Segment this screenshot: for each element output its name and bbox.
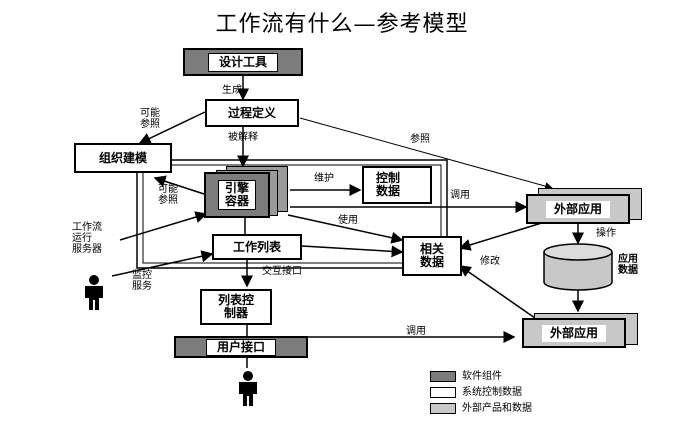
arrow-workflow-server bbox=[119, 211, 208, 241]
label-reference: 参照 bbox=[410, 134, 430, 145]
arrow-worklist-related bbox=[301, 245, 404, 258]
person-icon-monitor bbox=[85, 275, 103, 310]
legend-swatch-external bbox=[430, 403, 456, 414]
arrow-may-reference bbox=[138, 111, 206, 144]
legend-external: 外部产品和数据 bbox=[462, 403, 532, 414]
node-user-interface-label: 用户接口 bbox=[205, 338, 276, 356]
node-related-data-label: 相关 数据 bbox=[419, 242, 444, 269]
node-process-definition-label: 过程定义 bbox=[227, 105, 276, 120]
node-work-list-label: 工作列表 bbox=[232, 239, 281, 254]
label-generate: 生成 bbox=[222, 85, 242, 96]
arrow-modify bbox=[458, 221, 546, 251]
node-organization-model-label: 组织建模 bbox=[98, 150, 147, 165]
arrow-app-related bbox=[458, 265, 536, 319]
node-related-data: 相关 数据 bbox=[402, 236, 462, 276]
label-invoke-2: 调用 bbox=[406, 326, 426, 337]
diagram-title: 工作流有什么—参考模型 bbox=[215, 12, 469, 37]
node-control-data-label: 控制 数据 bbox=[376, 171, 401, 198]
node-control-data: 控制 数据 bbox=[362, 166, 432, 204]
person-icon-user bbox=[239, 371, 257, 406]
legend-swatch-system-control bbox=[430, 387, 456, 398]
node-list-controller-label: 列表控 制器 bbox=[217, 293, 254, 320]
label-invoke-1: 调用 bbox=[450, 190, 470, 201]
legend-system-control: 系统控制数据 bbox=[462, 387, 522, 398]
arrow-may-reference-2 bbox=[153, 175, 205, 195]
label-modify: 修改 bbox=[480, 256, 500, 267]
arrow-reference bbox=[299, 117, 553, 190]
label-operate: 操作 bbox=[596, 228, 616, 239]
label-app-data: 应用 数据 bbox=[618, 254, 638, 276]
arrow-use bbox=[287, 214, 404, 244]
node-list-controller: 列表控 制器 bbox=[200, 289, 272, 325]
label-may-reference-2: 可能 参照 bbox=[158, 184, 178, 206]
arrow-monitor bbox=[111, 250, 214, 277]
node-process-definition: 过程定义 bbox=[205, 99, 299, 127]
node-external-app-top: 外部应用 bbox=[526, 194, 630, 224]
node-external-app-bottom-label: 外部应用 bbox=[541, 324, 606, 342]
legend-swatch-software bbox=[430, 371, 456, 382]
label-interpreted: 被解释 bbox=[228, 132, 258, 143]
node-work-list: 工作列表 bbox=[212, 234, 302, 260]
node-organization-model: 组织建模 bbox=[74, 143, 172, 173]
node-external-app-top-label: 外部应用 bbox=[545, 200, 610, 218]
label-maintain: 维护 bbox=[314, 173, 334, 184]
runtime-frame-inner bbox=[142, 164, 442, 264]
node-engine: 引擎 容器 bbox=[204, 172, 270, 218]
node-engine-label: 引擎 容器 bbox=[217, 180, 256, 210]
runtime-frame-outer bbox=[136, 159, 448, 269]
label-workflow-server: 工作流 运行 服务器 bbox=[72, 222, 102, 255]
label-interaction-interface: 交互接口 bbox=[262, 266, 302, 277]
node-external-app-bottom: 外部应用 bbox=[522, 318, 626, 348]
node-design-tool: 设计工具 bbox=[183, 48, 303, 76]
node-design-tool-label: 设计工具 bbox=[207, 52, 278, 72]
node-user-interface: 用户接口 bbox=[174, 336, 308, 358]
label-use: 使用 bbox=[338, 215, 358, 226]
label-may-reference: 可能 参照 bbox=[140, 108, 160, 130]
legend-software: 软件组件 bbox=[462, 371, 502, 382]
app-data-cylinder bbox=[543, 243, 613, 291]
label-monitor: 监控 服务 bbox=[132, 270, 152, 292]
